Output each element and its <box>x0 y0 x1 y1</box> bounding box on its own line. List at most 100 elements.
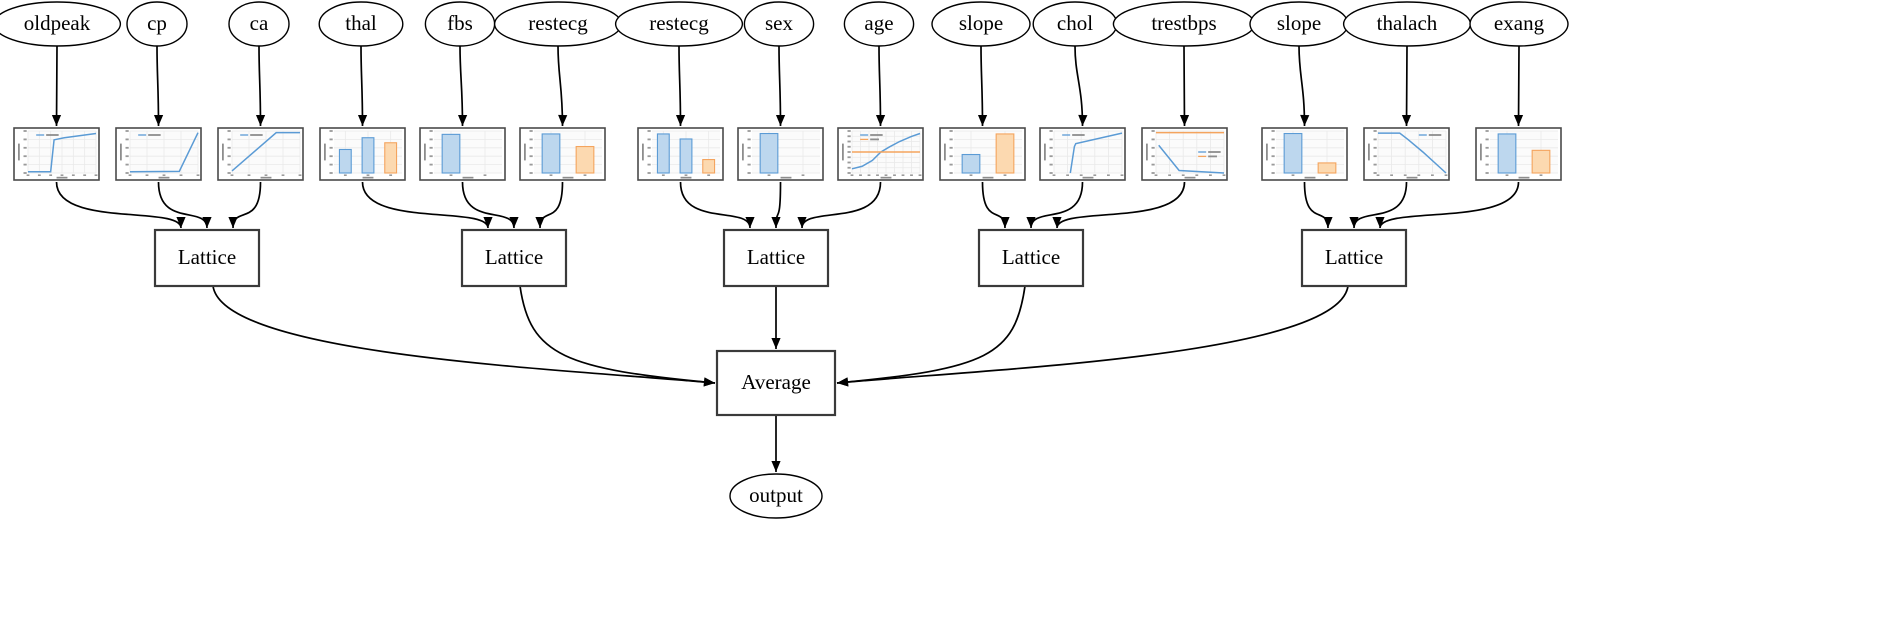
edge-lattice2-to-average <box>519 285 716 384</box>
feature-node-label: thal <box>345 11 377 35</box>
lattice-block-rect[interactable] <box>460 228 568 288</box>
x-tick-label <box>1505 174 1509 176</box>
edge-oldpeak-lattice1-arrowhead <box>176 217 186 228</box>
calibrator-plot-cal-age <box>837 127 924 181</box>
edge-restecg2-lattice3-arrowhead <box>745 217 755 228</box>
feature-node-slope2[interactable]: slope <box>1249 1 1349 47</box>
calibrator-plot-cal-thalach <box>1363 127 1450 181</box>
lattice-block-rect[interactable] <box>153 228 261 288</box>
bar-0 <box>961 153 981 174</box>
calibrator-plot-cal-exang <box>1475 127 1562 181</box>
average-block[interactable]: Average <box>715 349 837 417</box>
feature-node-restecg2[interactable]: restecg <box>614 1 744 47</box>
y-tick-label <box>847 135 851 138</box>
y-tick-label <box>329 172 333 174</box>
x-tick-label <box>196 174 200 176</box>
x-tick-label <box>910 174 913 176</box>
y-tick-label <box>1049 146 1053 149</box>
feature-node-ellipse[interactable] <box>931 1 1031 47</box>
feature-node-ellipse[interactable] <box>0 1 122 47</box>
y-axis-label <box>1368 143 1370 161</box>
legend-label-calibrated <box>1208 151 1221 153</box>
feature-node-ellipse[interactable] <box>843 1 915 47</box>
y-tick-label <box>647 130 651 132</box>
lattice-block-lattice3[interactable]: Lattice <box>722 228 830 288</box>
y-axis-label <box>642 143 644 161</box>
y-tick-label <box>949 130 953 132</box>
edge-slope2-arrowhead <box>1300 114 1310 126</box>
edge-calibrator-exang-to-lattice5 <box>1379 181 1520 229</box>
x-axis-label <box>680 176 692 179</box>
lattice-block-lattice5[interactable]: Lattice <box>1300 228 1408 288</box>
feature-node-ellipse[interactable] <box>1469 1 1569 47</box>
y-axis-label <box>424 143 426 161</box>
series-calibrated <box>1069 132 1123 174</box>
feature-node-restecg1[interactable]: restecg <box>493 1 623 47</box>
feature-node-exang[interactable]: exang <box>1469 1 1569 47</box>
y-tick-label <box>1151 163 1155 166</box>
bar-0 <box>541 133 561 174</box>
y-tick-label <box>949 138 953 141</box>
feature-node-chol[interactable]: chol <box>1032 1 1118 47</box>
lattice-block-rect[interactable] <box>977 228 1085 288</box>
x-tick-label <box>343 174 347 176</box>
feature-node-age[interactable]: age <box>843 1 915 47</box>
feature-node-thal[interactable]: thal <box>318 1 404 47</box>
lattice-block-lattice1[interactable]: Lattice <box>153 228 261 288</box>
feature-node-oldpeak[interactable]: oldpeak <box>0 1 122 47</box>
legend-label-calibrated <box>46 134 59 136</box>
y-tick-label <box>429 172 433 174</box>
x-tick-label <box>1403 174 1407 176</box>
y-tick-label <box>1049 172 1053 174</box>
x-tick-label <box>884 174 888 176</box>
bar-normal <box>361 137 375 174</box>
legend-label-calibrated <box>1428 134 1442 136</box>
y-tick-label <box>647 163 651 166</box>
calibrator-plot-cal-ca <box>217 127 304 181</box>
y-tick-label <box>1151 146 1155 149</box>
output-node[interactable]: output <box>729 473 823 519</box>
feature-node-slope1[interactable]: slope <box>931 1 1031 47</box>
y-tick-label <box>125 138 129 141</box>
calibrator-plot-cal-oldpeak <box>13 127 100 181</box>
average-block-rect[interactable] <box>715 349 837 417</box>
lattice-block-lattice2[interactable]: Lattice <box>460 228 568 288</box>
y-axis-label <box>842 143 844 161</box>
feature-node-label: restecg <box>528 11 588 35</box>
lattice-block-rect[interactable] <box>1300 228 1408 288</box>
y-tick-label <box>647 138 651 141</box>
feature-node-ellipse[interactable] <box>614 1 744 47</box>
feature-node-cp[interactable]: cp <box>126 1 188 47</box>
series-calibrated <box>1378 132 1447 174</box>
lattice-block-rect[interactable] <box>722 228 830 288</box>
x-tick-label <box>707 174 711 176</box>
y-tick-label <box>1049 138 1053 141</box>
x-tick-label <box>230 174 234 176</box>
feature-node-trestbps[interactable]: trestbps <box>1112 1 1256 47</box>
y-tick-label <box>1373 155 1377 158</box>
feature-node-ellipse[interactable] <box>318 1 404 47</box>
y-tick-label <box>949 172 953 174</box>
x-tick-label <box>1222 174 1226 176</box>
feature-node-ca[interactable]: ca <box>228 1 290 47</box>
y-tick-label <box>529 146 533 149</box>
feature-node-ellipse[interactable] <box>743 1 815 47</box>
feature-node-sex[interactable]: sex <box>743 1 815 47</box>
y-tick-label <box>647 172 651 174</box>
edge-fbs-lattice2-arrowhead <box>509 217 519 228</box>
feature-node-fbs[interactable]: fbs <box>424 1 496 47</box>
y-tick-label <box>747 130 751 132</box>
feature-node-ellipse[interactable] <box>228 1 290 47</box>
feature-node-ellipse[interactable] <box>126 1 188 47</box>
y-tick-label <box>23 146 27 149</box>
lattice-block-lattice4[interactable]: Lattice <box>977 228 1085 288</box>
output-node-ellipse[interactable] <box>729 473 823 519</box>
feature-node-thalach[interactable]: thalach <box>1342 1 1472 47</box>
x-tick-label <box>918 174 922 176</box>
y-tick-label <box>429 146 433 149</box>
y-axis-label <box>1266 143 1268 161</box>
y-tick-label <box>227 155 231 158</box>
y-tick-label <box>329 130 333 132</box>
y-tick-label <box>847 156 851 159</box>
